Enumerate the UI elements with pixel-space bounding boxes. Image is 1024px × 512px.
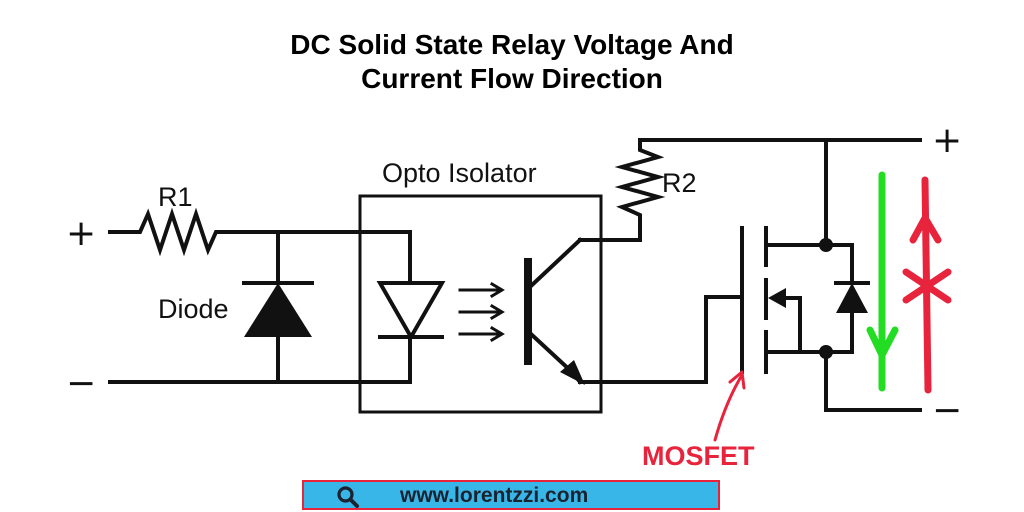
title-line-1: DC Solid State Relay Voltage And [290,29,734,60]
diode-label: Diode [158,294,229,324]
junction-drain [819,238,833,252]
r1-label: R1 [158,182,193,212]
output-minus-label: − [932,390,962,431]
website-bar[interactable]: www.lorentzzi.com [302,480,720,510]
resistor-r2 [614,138,666,224]
input-plus-label: + [66,213,96,254]
mosfet-label: MOSFET [642,441,755,471]
voltage-arrowhead [909,214,942,244]
r2-label: R2 [662,168,697,198]
diagram-title: DC Solid State Relay Voltage And Current… [0,28,1024,96]
phototransistor-collector [529,237,583,288]
resistor-r1 [128,207,224,257]
body-diode-triangle [836,283,868,313]
output-plus-label: + [932,120,962,161]
mosfet-pointer-arrow [713,373,744,442]
search-icon [337,486,359,508]
voltage-cross-2 [902,268,952,304]
led-triangle [376,281,446,342]
junction-source [819,345,833,359]
current-arrowhead [866,326,899,359]
website-url[interactable]: www.lorentzzi.com [400,484,589,507]
input-minus-label: − [66,363,96,404]
opto-isolator-box [358,194,603,414]
opto-isolator-label: Opto Isolator [382,158,537,188]
title-line-2: Current Flow Direction [361,63,663,94]
phototransistor-emitter [529,332,575,375]
diode-triangle [244,283,312,337]
emitter-arrowhead [560,360,585,385]
body-arrow [768,288,786,308]
